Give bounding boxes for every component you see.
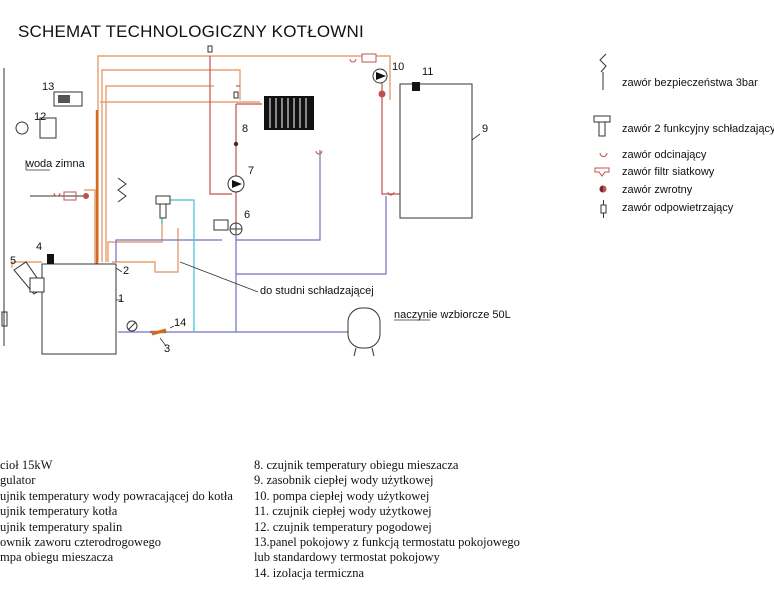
red-supply [209, 56, 400, 230]
label-12: 12 [34, 111, 46, 123]
desc-item: 14. izolacja termiczna [254, 565, 365, 580]
label-1: 1 [118, 293, 124, 305]
check-valve [378, 90, 386, 98]
boiler-feeder [13, 261, 45, 295]
legend-cooling-valve: zawór 2 funkcyjny schładzający [622, 123, 774, 135]
check-valve-icon [599, 185, 607, 193]
desc-item: ujnik temperatury spalin [0, 519, 123, 534]
schematic-shutoff-valves [53, 58, 395, 197]
label-7: 7 [248, 165, 254, 177]
cold-water-label: woda zimna [25, 158, 86, 170]
radiator [264, 96, 314, 130]
dhw-pump-icon [372, 68, 388, 84]
desc-item: ujnik temperatury wody powracającej do k… [0, 488, 233, 503]
dhw-sensor [412, 82, 420, 91]
label-2: 2 [123, 265, 129, 277]
schematic-air-vents [207, 45, 239, 99]
description-list-left: cioł 15kW gulator ujnik temperatury wody… [0, 458, 233, 566]
desc-item: cioł 15kW [0, 458, 53, 472]
label-11: 11 [422, 66, 433, 78]
expansion-vessel [347, 307, 381, 357]
legend: zawór bezpieczeństwa 3bar zawór 2 funkcy… [593, 53, 774, 218]
desc-item: 12. czujnik temperatury pogodowej [254, 519, 432, 534]
manometer [126, 320, 138, 332]
label-3: 3 [164, 343, 170, 355]
desc-item: 9. zasobnik ciepłej wody użytkowej [254, 473, 434, 488]
mixer-pump-icon [227, 175, 245, 193]
air-vent-icon [600, 200, 607, 218]
label-8: 8 [242, 123, 248, 135]
cooling-valve-icon [593, 115, 611, 137]
label-6: 6 [244, 209, 250, 221]
label-9: 9 [482, 123, 488, 135]
desc-item: mpa obiegu mieszacza [0, 550, 114, 565]
page-title: SCHEMAT TECHNOLOGICZNY KOTŁOWNI [18, 22, 364, 41]
shutoff-valve-icon [599, 152, 608, 157]
boiler-temp-sensor [47, 254, 54, 264]
label-5: 5 [10, 255, 16, 267]
thermal-insulation [151, 328, 167, 336]
desc-item: 10. pompa ciepłej wody użytkowej [254, 488, 430, 503]
four-way-valve-icon [229, 222, 243, 236]
label-13: 13 [42, 81, 54, 93]
cold-water-inlet [30, 191, 89, 201]
boiler [41, 263, 117, 355]
legend-check-valve: zawór zwrotny [622, 184, 693, 196]
legend-safety-valve: zawór bezpieczeństwa 3bar [622, 77, 758, 89]
weather-sensor [15, 117, 57, 139]
label-4: 4 [36, 241, 42, 253]
legend-mesh-filter: zawór filtr siatkowy [622, 166, 715, 178]
desc-item: gulator [0, 473, 36, 488]
mesh-filter-icon [594, 167, 610, 177]
desc-item: 13.panel pokojowy z funkcją termostatu p… [254, 534, 520, 549]
legend-air-vent: zawór odpowietrzający [622, 202, 734, 214]
legend-shutoff-valve: zawór odcinający [622, 149, 707, 161]
desc-item: 11. czujnik ciepłej wody użytkowej [254, 504, 432, 519]
return-pipes [115, 150, 387, 333]
label-10: 10 [392, 61, 404, 73]
safety-valve-icon [599, 53, 607, 73]
label-14: 14 [174, 317, 186, 329]
desc-item: lub standardowy termostat pokojowy [254, 550, 440, 565]
desc-item: 8. czujnik temperatury obiegu mieszacza [254, 458, 459, 472]
room-panel [53, 91, 83, 107]
mesh-filter [361, 53, 377, 63]
cooling-valve [155, 195, 171, 219]
dhw-tank [399, 83, 473, 219]
expansion-vessel-label: naczynie wzbiorcze 50L [394, 309, 511, 321]
desc-item: ownik zaworu czterodrogowego [0, 534, 162, 549]
safety-valve [117, 177, 127, 203]
description-list-right: 8. czujnik temperatury obiegu mieszacza … [254, 458, 520, 581]
desc-item: ujnik temperatury kotła [0, 504, 118, 519]
label-leaders [25, 133, 481, 347]
mixer-temp-sensor [233, 141, 239, 147]
left-chimney [1, 68, 8, 346]
to-well-label: do studni schładzającej [260, 285, 374, 297]
valve-actuator [213, 219, 229, 231]
boiler-room-schematic: 1 2 3 4 5 6 7 8 9 10 11 12 13 14 woda zi… [1, 45, 774, 357]
